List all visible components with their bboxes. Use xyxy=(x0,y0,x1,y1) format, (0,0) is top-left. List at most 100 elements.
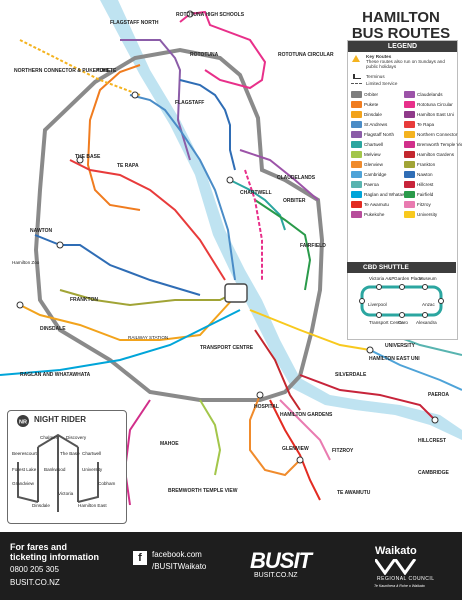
label-te-awamutu: TE AWAMUTU xyxy=(337,490,371,496)
route-color-swatch xyxy=(351,201,362,208)
label-bremworth: BREMWORTH TEMPLE VIEW xyxy=(168,488,238,494)
stop-marker xyxy=(226,176,234,184)
route-color-swatch xyxy=(404,131,415,138)
facebook-link-line2[interactable]: /BUSITWaikato xyxy=(152,562,207,571)
route-name: Pukekohe xyxy=(364,212,385,217)
route-dinsdale xyxy=(19,299,233,341)
legend-limited-service: Limited Service xyxy=(366,81,398,86)
legend-route-item: Orbiter xyxy=(351,91,403,100)
legend-route-item: Pukekohe xyxy=(351,211,403,220)
label-rototuna-circular: ROTOTUNA CIRCULAR xyxy=(278,52,334,58)
legend-route-item: Fitzroy xyxy=(404,201,456,210)
label-university: UNIVERSITY xyxy=(385,343,416,349)
facebook-link-line1[interactable]: facebook.com xyxy=(152,550,202,559)
route-name: Fitzroy xyxy=(417,202,431,207)
label-claudelands: CLAUDELANDS xyxy=(277,175,316,181)
legend-terminus: Terminus xyxy=(366,74,385,79)
footer-phone[interactable]: 0800 205 305 xyxy=(10,565,59,574)
route-name: Pukete xyxy=(364,102,379,107)
legend-route-item: St Andrews xyxy=(351,121,403,130)
route-university xyxy=(249,309,371,351)
route-name: Te Rapa xyxy=(417,122,435,127)
route-claudelands xyxy=(239,149,319,201)
night-rider-stop: Cobham xyxy=(98,481,116,486)
route-fairfield xyxy=(254,199,312,291)
stop-marker xyxy=(296,456,304,464)
route-hillcrest xyxy=(299,374,436,421)
route-color-swatch xyxy=(404,181,415,188)
route-st-andrews xyxy=(129,94,236,281)
page-title-line2: BUS ROUTES xyxy=(351,25,451,42)
route-name: Melview xyxy=(364,152,381,157)
legend-heading: LEGEND xyxy=(348,41,457,52)
route-color-swatch xyxy=(351,111,362,118)
label-silverdale: SILVERDALE xyxy=(335,372,367,378)
legend-route-item: Hillcrest xyxy=(404,181,456,190)
label-fairfield: FAIRFIELD xyxy=(300,243,326,249)
route-name: Nawton xyxy=(417,172,433,177)
night-rider-stop: Forest Lake xyxy=(12,467,37,472)
route-melview xyxy=(199,399,222,476)
cbd-stop-left: Liverpool xyxy=(368,302,387,307)
transport-centre-hub xyxy=(224,283,248,303)
legend-route-item: Glenview xyxy=(351,161,403,170)
label-hamilton-zoo: Hamilton Zoo xyxy=(12,260,40,265)
route-color-swatch xyxy=(404,211,415,218)
footer-website[interactable]: BUSIT.CO.NZ xyxy=(10,578,60,587)
label-hospital: HOSPITAL xyxy=(254,404,279,410)
night-rider-diagram xyxy=(17,433,99,512)
label-hillcrest: HILLCREST xyxy=(418,438,447,444)
route-name: Rototuna Circular xyxy=(417,102,453,107)
route-color-swatch xyxy=(351,101,362,108)
legend-route-item: Northern Connector xyxy=(404,131,457,140)
legend-route-item: Te Rapa xyxy=(404,121,456,130)
stop-marker xyxy=(76,156,84,164)
route-name: St Andrews xyxy=(364,122,388,127)
route-color-swatch xyxy=(351,181,362,188)
route-color-swatch xyxy=(404,191,415,198)
route-hamilton-gardens xyxy=(254,329,301,411)
route-color-swatch xyxy=(351,141,362,148)
label-rototuna: ROTOTUNA xyxy=(190,52,219,58)
legend-route-item: Melview xyxy=(351,151,403,160)
legend-route-item: Dinsdale xyxy=(351,111,403,120)
route-color-swatch xyxy=(404,161,415,168)
legend-key-routes-note: These routes also run on Sundays and pub… xyxy=(366,59,445,69)
route-te-rapa xyxy=(69,159,226,281)
label-flagstaff: FLAGSTAFF xyxy=(175,100,205,106)
route-northern-connector xyxy=(19,39,141,96)
night-rider-stop: Grandview xyxy=(12,481,34,486)
stop-marker xyxy=(16,301,24,309)
legend-key-routes: Key Routes xyxy=(366,54,392,59)
night-rider-stop: Discovery xyxy=(66,435,87,440)
route-color-swatch xyxy=(404,141,415,148)
route-name: Hillcrest xyxy=(417,182,434,187)
route-name: Flagstaff North xyxy=(364,132,395,137)
legend-route-item: Frankton xyxy=(404,161,456,170)
label-mahoe: MAHOE xyxy=(160,441,179,447)
busit-url[interactable]: BUSIT.CO.NZ xyxy=(254,572,298,579)
terminus-icon xyxy=(353,74,361,79)
label-te-rapa: TE RAPA xyxy=(117,163,139,169)
route-name: University xyxy=(417,212,438,217)
cbd-stop-top-2: Garden Place xyxy=(394,276,423,281)
legend-route-item: Te Awamutu xyxy=(351,201,403,210)
waikato-council-logo-icon xyxy=(375,559,417,575)
cbd-stop-bottom-3: Alexandra xyxy=(416,320,437,325)
route-color-swatch xyxy=(351,211,362,218)
route-name: Frankton xyxy=(417,162,436,167)
route-cambridge xyxy=(369,349,462,391)
label-hamilton-gardens: HAMILTON GARDENS xyxy=(280,412,333,418)
legend-route-item: Rototuna Circular xyxy=(404,101,456,110)
route-glenview xyxy=(249,394,301,477)
fares-line2: ticketing information xyxy=(10,552,100,562)
label-cambridge: CAMBRIDGE xyxy=(418,470,449,476)
label-hamilton-east-uni: HAMILTON EAST UNI xyxy=(369,356,420,362)
legend-route-item: Flagstaff North xyxy=(351,131,403,140)
label-flagstaff-north: FLAGSTAFF NORTH xyxy=(110,20,159,26)
route-pukete xyxy=(86,64,141,211)
night-rider-stop: Victoria xyxy=(58,491,74,496)
night-rider-stop: Dinsdale xyxy=(32,503,50,508)
stop-marker xyxy=(256,391,264,399)
